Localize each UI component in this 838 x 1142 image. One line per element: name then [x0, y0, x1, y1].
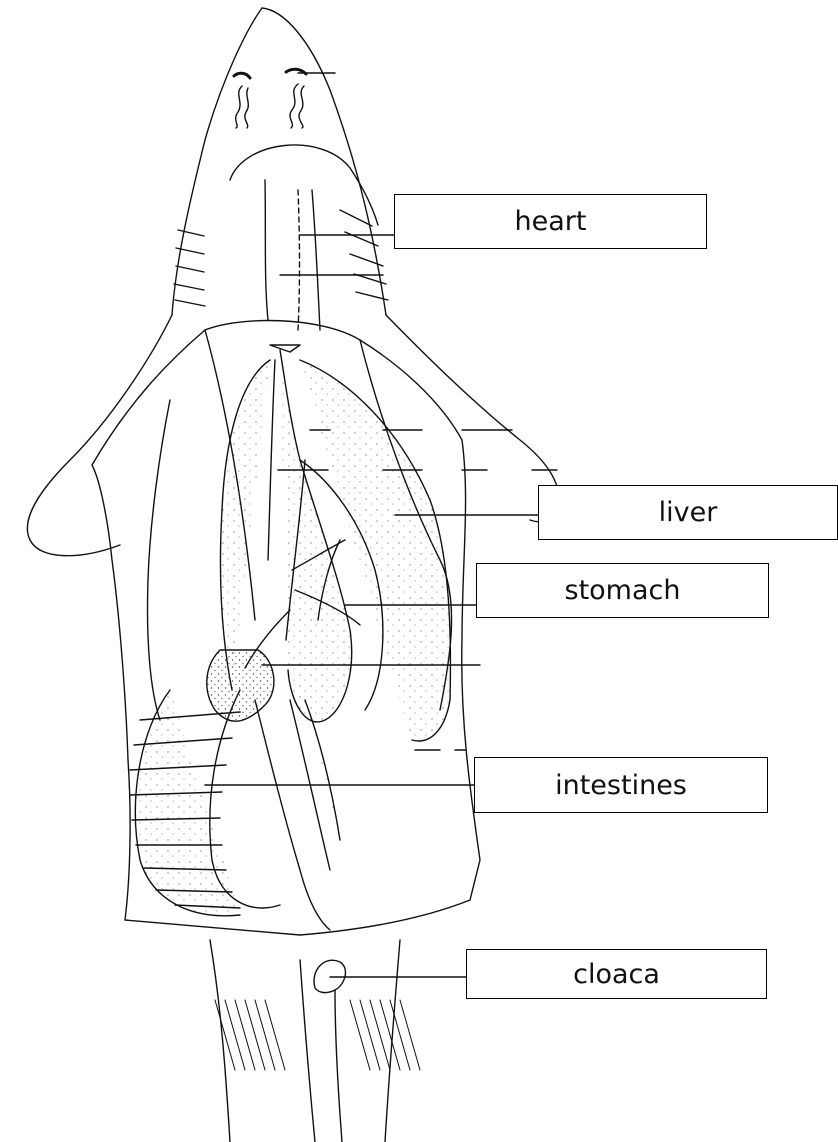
stomach-label-text: stomach	[565, 575, 681, 606]
heart-label: heart	[394, 194, 707, 249]
liver-label-text: liver	[659, 497, 718, 528]
pectoral-fin-left	[27, 315, 172, 556]
pancreas	[207, 650, 274, 721]
colon-region	[255, 700, 330, 930]
spiral-intestine	[130, 690, 280, 916]
intestines-label: intestines	[474, 757, 768, 813]
intestines-label-text: intestines	[555, 770, 687, 801]
nostril-right	[286, 69, 306, 128]
cloaca-label-text: cloaca	[573, 959, 660, 990]
pelvic-fin-hatching	[215, 1000, 420, 1070]
cloaca-label: cloaca	[466, 949, 767, 999]
head-outline	[172, 8, 262, 315]
gill-slits	[174, 210, 388, 306]
nostril-left	[234, 73, 250, 128]
stomach-label: stomach	[476, 563, 769, 618]
mouth-arc	[230, 145, 378, 225]
liver-label: liver	[538, 485, 838, 540]
heart-label-text: heart	[515, 206, 587, 237]
head-outline-right	[262, 8, 386, 315]
